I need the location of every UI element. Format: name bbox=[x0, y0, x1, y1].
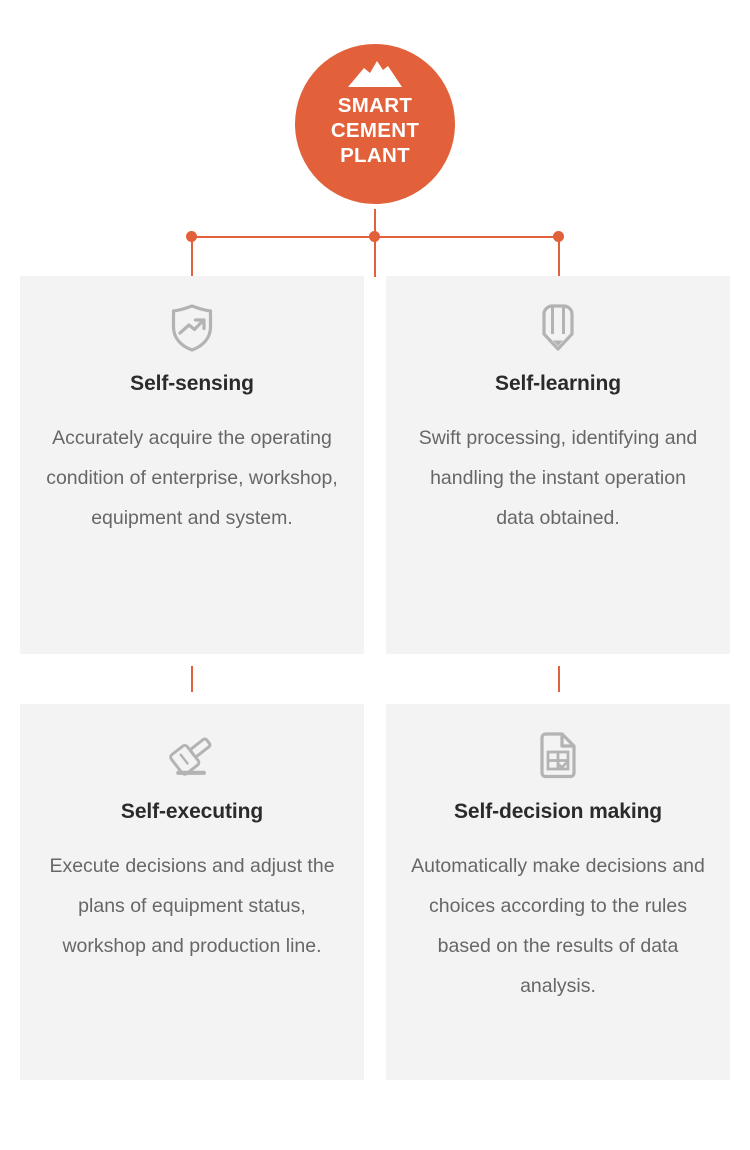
card-self-learning[interactable]: Self-learning Swift processing, identify… bbox=[386, 276, 730, 654]
card-title: Self-decision making bbox=[453, 800, 663, 823]
hub-title: SMART CEMENT PLANT bbox=[331, 93, 419, 168]
connector-mid-right bbox=[558, 666, 560, 692]
shield-trend-icon bbox=[168, 302, 216, 354]
hub-smart-cement-plant: SMART CEMENT PLANT bbox=[295, 44, 455, 204]
connector-dot-left bbox=[186, 231, 197, 242]
card-title: Self-learning bbox=[495, 372, 621, 395]
connector-hub-down bbox=[374, 209, 376, 237]
connector-drop-center bbox=[374, 241, 376, 277]
connector-mid-left bbox=[191, 666, 193, 692]
connector-dot-right bbox=[553, 231, 564, 242]
connector-drop-left bbox=[191, 241, 193, 277]
card-self-decision-making[interactable]: Self-decision making Automatically make … bbox=[386, 704, 730, 1080]
card-body: Swift processing, identifying and handli… bbox=[418, 427, 698, 529]
connector-drop-right bbox=[558, 241, 560, 277]
mountain-icon bbox=[348, 61, 402, 87]
hub-title-line-1: SMART bbox=[337, 94, 413, 117]
document-table-check-icon bbox=[534, 730, 582, 782]
card-body: Execute decisions and adjust the plans o… bbox=[49, 855, 335, 957]
connector-dot-center bbox=[369, 231, 380, 242]
card-title: Self-sensing bbox=[130, 372, 254, 395]
card-title: Self-executing bbox=[120, 800, 264, 823]
card-body: Accurately acquire the operating conditi… bbox=[46, 427, 338, 529]
hub-title-line-3: PLANT bbox=[340, 144, 410, 167]
card-self-executing[interactable]: Self-executing Execute decisions and adj… bbox=[20, 704, 364, 1080]
hub-title-line-2: CEMENT bbox=[330, 119, 420, 142]
gavel-icon bbox=[168, 730, 216, 782]
card-self-sensing[interactable]: Self-sensing Accurately acquire the oper… bbox=[20, 276, 364, 654]
card-body: Automatically make decisions and choices… bbox=[411, 855, 705, 997]
pencil-icon bbox=[534, 302, 582, 354]
